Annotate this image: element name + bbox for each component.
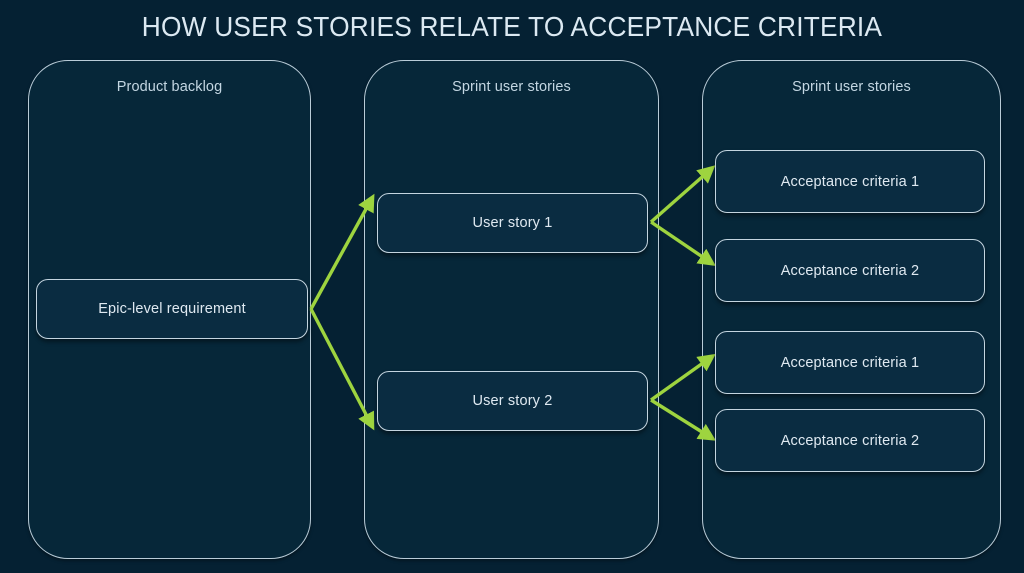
node-acceptance-criteria-2b[interactable]: Acceptance criteria 2 xyxy=(715,409,985,472)
node-epic-level-requirement[interactable]: Epic-level requirement xyxy=(36,279,308,339)
node-acceptance-criteria-2a[interactable]: Acceptance criteria 1 xyxy=(715,331,985,394)
page-title: HOW USER STORIES RELATE TO ACCEPTANCE CR… xyxy=(141,11,883,42)
connector-epic-to-user-story-1 xyxy=(309,193,375,310)
node-label: User story 2 xyxy=(472,393,553,409)
node-label: Acceptance criteria 1 xyxy=(780,173,920,190)
node-label: Acceptance criteria 1 xyxy=(780,354,920,371)
node-acceptance-criteria-1a[interactable]: Acceptance criteria 1 xyxy=(715,150,985,213)
lane-title-sprint-user-stories-1: Sprint user stories xyxy=(452,79,571,95)
lane-title-sprint-user-stories-2: Sprint user stories xyxy=(792,79,911,95)
node-label: Acceptance criteria 2 xyxy=(780,432,920,449)
lane-title-product-backlog: Product backlog xyxy=(116,79,223,95)
node-label: Acceptance criteria 2 xyxy=(780,262,920,279)
lane-sprint-user-stories-1: Sprint user stories xyxy=(364,60,659,559)
node-label: Epic-level requirement xyxy=(98,301,246,317)
node-label: User story 1 xyxy=(472,215,553,231)
connector-epic-to-user-story-2 xyxy=(309,308,375,431)
node-user-story-2[interactable]: User story 2 xyxy=(377,371,648,431)
node-acceptance-criteria-1b[interactable]: Acceptance criteria 2 xyxy=(715,239,985,302)
lane-sprint-user-stories-2: Sprint user stories xyxy=(702,60,1001,559)
node-user-story-1[interactable]: User story 1 xyxy=(377,193,648,253)
